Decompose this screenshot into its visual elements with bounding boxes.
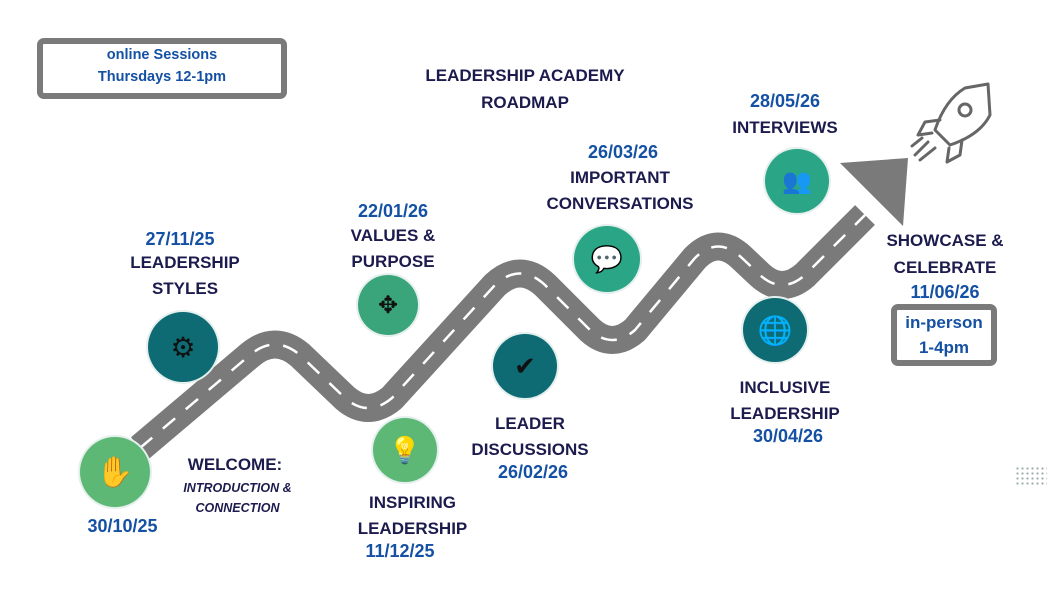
lightbulb-group-icon: 💡 xyxy=(388,434,422,465)
leadership-styles-circle: ⚙ xyxy=(148,312,218,382)
welcome-subtitle: INTRODUCTION & CONNECTION xyxy=(165,478,310,518)
leader-discussions-date: 26/02/26 xyxy=(497,462,569,482)
interview-panel-icon: 👥 xyxy=(782,167,812,195)
leader-discussions-title: LEADER DISCUSSIONS xyxy=(455,411,605,463)
online-sessions-time: Thursdays 12-1pm xyxy=(97,69,227,85)
inspiring-title: INSPIRING LEADERSHIP xyxy=(340,490,485,542)
title-line: LEADERSHIP xyxy=(730,404,840,423)
important-conversations-circle: 💬 xyxy=(574,226,640,292)
leadership-styles-title: LEADERSHIP STYLES xyxy=(110,250,260,302)
leadership-styles-date: 27/11/25 xyxy=(145,229,215,249)
in-person-time: 1-4pm xyxy=(918,338,970,357)
welcome-circle: ✋ xyxy=(80,437,150,507)
title-line: CONVERSATIONS xyxy=(546,194,694,213)
title-line: PURPOSE xyxy=(351,252,435,271)
inspiring-circle: 💡 xyxy=(373,418,437,482)
page-title: LEADERSHIP ACADEMY ROADMAP xyxy=(395,62,655,116)
title-line: LEADERSHIP xyxy=(130,253,240,272)
welcome-date: 30/10/25 xyxy=(87,516,158,536)
title-line: LEADERSHIP xyxy=(357,519,468,538)
puzzle-hands-icon: ✥ xyxy=(377,291,399,319)
rocket-icon xyxy=(910,82,992,164)
title-line: VALUES & xyxy=(350,226,436,245)
title-line: STYLES xyxy=(151,279,219,298)
inclusive-circle: 🌐 xyxy=(743,298,807,362)
subtitle-line: CONNECTION xyxy=(195,501,280,515)
inclusive-globe-icon: 🌐 xyxy=(757,314,793,346)
inspiring-date: 11/12/25 xyxy=(365,541,435,561)
interviews-date: 28/05/26 xyxy=(749,91,821,111)
values-circle: ✥ xyxy=(358,275,418,335)
values-title: VALUES & PURPOSE xyxy=(318,223,468,275)
important-conversations-date: 26/03/26 xyxy=(587,142,659,162)
in-person-box: in-person 1-4pm xyxy=(891,304,997,366)
title-line: INCLUSIVE xyxy=(739,378,831,397)
values-date: 22/01/26 xyxy=(357,201,429,221)
inclusive-date: 30/04/26 xyxy=(752,426,824,446)
title-line-2: ROADMAP xyxy=(481,93,569,112)
inclusive-title: INCLUSIVE LEADERSHIP xyxy=(710,375,860,427)
arrow-head xyxy=(840,158,908,226)
interviews-title: INTERVIEWS xyxy=(732,118,838,137)
title-line: DISCUSSIONS xyxy=(471,440,589,459)
title-line: IMPORTANT xyxy=(570,168,670,187)
important-conversations-title: IMPORTANT CONVERSATIONS xyxy=(530,165,710,217)
title-line: CELEBRATE xyxy=(893,258,997,277)
online-sessions-label: online Sessions xyxy=(106,47,218,63)
network-people-icon: ✔ xyxy=(514,350,536,381)
decorative-dots xyxy=(1015,466,1047,486)
leader-discussions-circle: ✔ xyxy=(493,334,557,398)
title-line-1: LEADERSHIP ACADEMY xyxy=(425,66,625,85)
subtitle-line: INTRODUCTION & xyxy=(183,481,292,495)
title-line: SHOWCASE & xyxy=(886,231,1004,250)
conversation-icon: 💬 xyxy=(590,243,624,274)
title-line: INSPIRING xyxy=(369,493,456,512)
interviews-circle: 👥 xyxy=(765,149,829,213)
title-line: LEADER xyxy=(495,414,565,433)
leadership-styles-icon: ⚙ xyxy=(170,331,196,363)
online-sessions-box: online Sessions Thursdays 12-1pm xyxy=(37,38,287,99)
welcome-title: WELCOME: xyxy=(187,455,283,474)
showcase-date: 11/06/26 xyxy=(910,282,980,302)
in-person-label: in-person xyxy=(905,313,983,332)
showcase-title: SHOWCASE & CELEBRATE xyxy=(865,227,1025,281)
waving-hand-icon: ✋ xyxy=(96,455,134,489)
